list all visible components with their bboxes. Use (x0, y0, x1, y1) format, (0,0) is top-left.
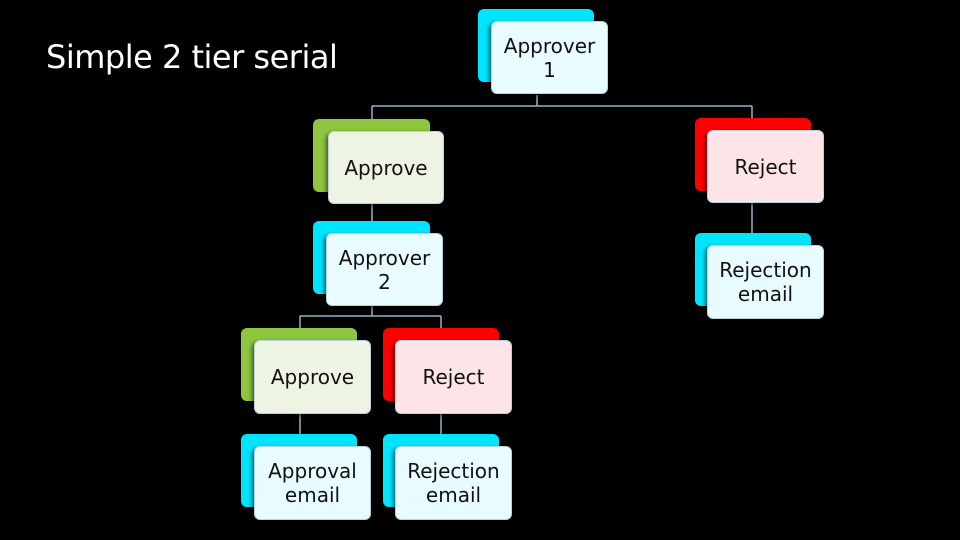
node-box-rejection-email-1: Rejection email (707, 245, 824, 319)
node-label-approval-email-2: Approval email (268, 459, 357, 507)
node-label-approver-2: Approver 2 (338, 245, 431, 294)
node-box-approve-2: Approve (254, 340, 371, 414)
node-label-approver-1: Approver 1 (503, 33, 596, 82)
node-box-reject-2: Reject (395, 340, 512, 414)
node-label-reject-1: Reject (734, 154, 797, 179)
node-box-approver-1: Approver 1 (491, 21, 608, 94)
node-box-reject-1: Reject (707, 130, 824, 203)
node-label-approve-1: Approve (344, 155, 428, 180)
page-title: Simple 2 tier serial (46, 38, 338, 76)
node-label-rejection-email-1: Rejection email (719, 258, 812, 306)
node-box-approver-2: Approver 2 (326, 233, 443, 306)
node-label-rejection-email-2: Rejection email (407, 459, 500, 507)
node-label-approve-2: Approve (270, 365, 355, 389)
node-box-approval-email-2: Approval email (254, 446, 371, 520)
node-label-reject-2: Reject (422, 365, 485, 389)
node-box-approve-1: Approve (328, 131, 444, 204)
node-box-rejection-email-2: Rejection email (395, 446, 512, 520)
